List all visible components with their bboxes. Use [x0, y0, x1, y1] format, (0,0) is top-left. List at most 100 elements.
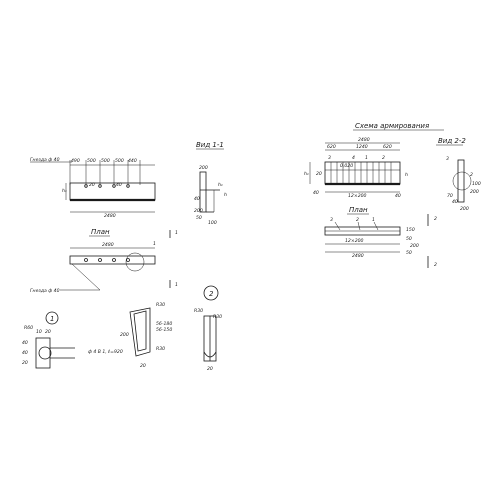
- view-1-1: Вид 1-1 200 40 100 200 50 h h₁: [194, 141, 227, 226]
- bar-detail: R30 200 56-180 56-150 R30 ф 4 В 1, ℓ=920…: [88, 302, 172, 369]
- stirrups: [325, 162, 400, 184]
- dim-20: 20: [45, 329, 51, 335]
- mark-2: 2: [356, 217, 359, 223]
- dim-2480: 2480: [102, 242, 114, 248]
- dim-20: 20: [207, 366, 213, 372]
- nest-hole: [84, 184, 88, 188]
- section-web: [199, 171, 207, 213]
- nest-hole: [98, 184, 102, 188]
- nest-hole: [126, 184, 130, 188]
- node-1-body: [35, 337, 51, 369]
- dim-100: 100: [208, 220, 217, 226]
- leader: [373, 221, 379, 231]
- scheme-body: [324, 161, 401, 185]
- dim-h: h: [224, 192, 227, 198]
- dim-500b: 500: [101, 158, 110, 164]
- label-nest-40: Гнезда ф 40: [30, 157, 60, 163]
- dim-40b: 40: [395, 193, 401, 199]
- section-1-bottom: 1: [175, 282, 178, 288]
- view-2-2: Вид 2-2 3 2 100 200 70 40 200: [436, 137, 481, 212]
- dim-h: h: [405, 172, 408, 178]
- left-elevation: 490 500 500 500 440 Гнезда ф 40 20 40 h₁…: [30, 157, 156, 219]
- dim-12x200: 12×200: [345, 238, 364, 244]
- dim-200: 200: [470, 189, 479, 195]
- dim-490: 490: [71, 158, 80, 164]
- dim-56-180: 56-180: [156, 321, 172, 327]
- dim-2480: 2480: [352, 253, 364, 259]
- dim-1240: 1240: [356, 144, 368, 150]
- dim-500a: 500: [87, 158, 96, 164]
- dim-r30b: R30: [156, 346, 165, 352]
- plan-body: [69, 255, 156, 265]
- dim-r30: R30: [194, 308, 203, 314]
- right-plan: План 3 2 1 150 12×200 2480 50 200 50 2 2: [324, 206, 437, 268]
- mark-2: 2: [470, 172, 473, 178]
- dim-20: 20: [89, 182, 95, 188]
- section-2-bottom: 2: [434, 262, 437, 268]
- dim-200b: 200: [460, 206, 469, 212]
- title-view-2: Вид 2-2: [438, 137, 466, 145]
- detail-circle-2: [452, 171, 472, 191]
- mark-3: 3: [330, 217, 333, 223]
- dim-h1: h₁: [218, 182, 223, 188]
- dim-r30: R30: [156, 302, 165, 308]
- bar-shape: [129, 307, 151, 357]
- dim-200: 200: [410, 243, 419, 249]
- dim-20b: 20: [22, 360, 28, 366]
- dim-20: 20: [316, 171, 322, 177]
- dim-620b: 620: [383, 144, 392, 150]
- dim-440: 440: [128, 158, 137, 164]
- dim-200: 200: [199, 165, 208, 171]
- node-2-number: 2: [209, 290, 214, 298]
- plan-hole: [126, 258, 130, 262]
- section2-web: [457, 159, 465, 203]
- dim-50b: 50: [406, 250, 412, 256]
- node-1-hole: [38, 346, 52, 360]
- mark-3: 3: [446, 156, 449, 162]
- mark-1: 1: [372, 217, 375, 223]
- dim-r60: R60: [24, 325, 33, 331]
- dim-50: 50: [196, 215, 202, 221]
- dim-70: 70: [447, 193, 453, 199]
- nest-hole: [112, 184, 116, 188]
- dim-620a: 620: [327, 144, 336, 150]
- label-nest-40b: Гнезда ф 40: [30, 288, 60, 294]
- dim-150: 150: [406, 227, 415, 233]
- plan-hole: [112, 258, 116, 262]
- dim-2480: 2480: [104, 213, 116, 219]
- node-1-detail: 1 R60 10 20 40 40 20: [22, 311, 75, 369]
- dim-10: 10: [36, 329, 42, 335]
- mark-3: 3: [328, 155, 331, 161]
- plan-hole: [84, 258, 88, 262]
- dim-200: 200: [120, 332, 129, 338]
- dim-12x200: 12×200: [348, 193, 367, 199]
- dim-40: 40: [452, 199, 458, 205]
- leader-nest: [71, 263, 101, 291]
- reinforcement-scheme: Схема армирования 2480 620 1240 620 3 4 …: [304, 122, 444, 199]
- bar-inner: [133, 310, 147, 352]
- dim-50: 50: [406, 236, 412, 242]
- node-1-number: 1: [50, 315, 54, 323]
- detail-circle-1: [125, 252, 145, 272]
- dim-40: 40: [194, 196, 200, 202]
- dim-h1: h₁: [304, 171, 309, 177]
- leader: [334, 221, 341, 231]
- leader: [357, 221, 361, 231]
- mark-2: 2: [382, 155, 385, 161]
- title-plan-left: План: [91, 228, 110, 236]
- dim-40b: 40: [22, 350, 28, 356]
- dim-500c: 500: [115, 158, 124, 164]
- dim-20: 20: [140, 363, 146, 369]
- section-1-top: 1: [175, 230, 178, 236]
- title-plan-right: План: [349, 206, 368, 214]
- dim-40: 40: [313, 190, 319, 196]
- dim-100: 100: [472, 181, 481, 187]
- plan-hole: [98, 258, 102, 262]
- mark-1: 1: [153, 241, 156, 247]
- section-2-top: 2: [434, 216, 437, 222]
- dim-40: 40: [116, 182, 122, 188]
- node-2-circle: [203, 285, 219, 301]
- dim-0020: 0,020: [340, 163, 353, 169]
